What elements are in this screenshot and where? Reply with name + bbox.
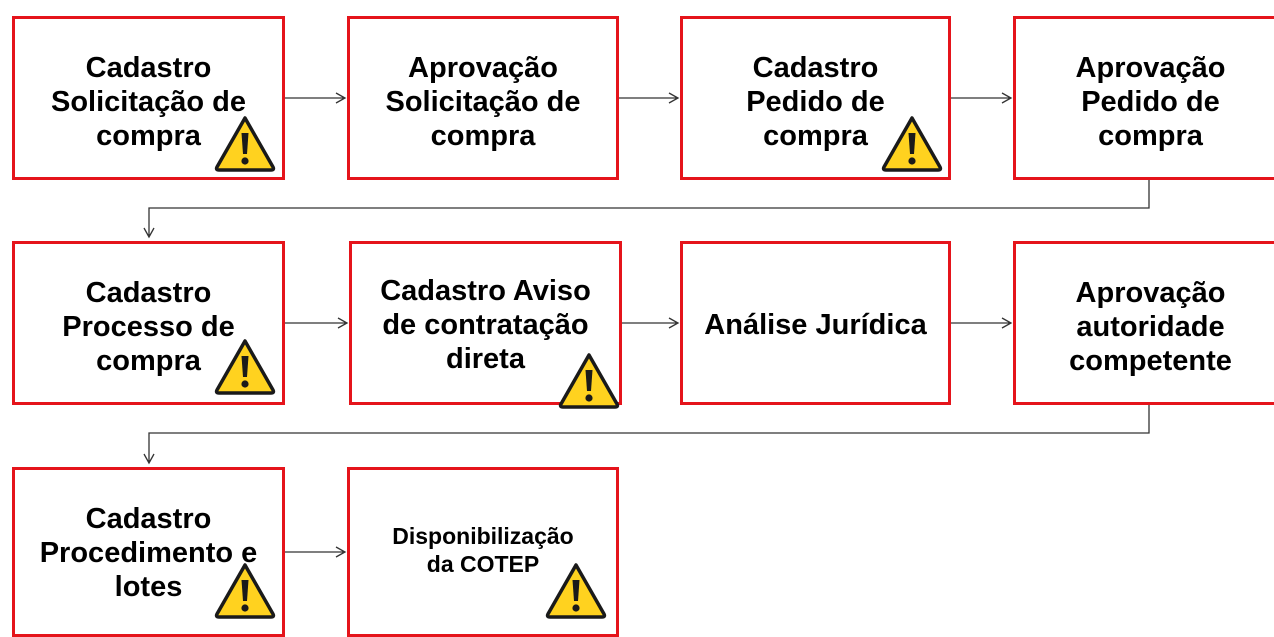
warning-icon xyxy=(557,351,621,409)
step-label: Cadastro Processo de compra xyxy=(62,277,235,377)
step-box-disponibilizacao-cotep: Disponibilização da COTEP xyxy=(347,467,619,637)
connector-arrow xyxy=(951,317,1013,329)
warning-icon xyxy=(213,561,277,619)
step-box-cadastro-solicitacao-compra: Cadastro Solicitação de compra xyxy=(12,16,285,180)
step-label: Disponibilização da COTEP xyxy=(392,523,574,577)
connector-arrow xyxy=(285,546,347,558)
warning-icon xyxy=(880,114,944,172)
connector-arrow xyxy=(619,92,680,104)
warning-icon xyxy=(544,561,608,619)
connector-arrow xyxy=(285,92,347,104)
step-label: Cadastro Solicitação de compra xyxy=(50,52,246,152)
step-label: Análise Jurídica xyxy=(704,309,927,341)
connector-arrow xyxy=(951,92,1013,104)
warning-icon xyxy=(213,114,277,172)
step-box-cadastro-aviso-contratacao: Cadastro Aviso de contratação direta xyxy=(349,241,622,409)
step-box-aprovacao-pedido-compra: Aprovação Pedido de compra xyxy=(1013,16,1274,180)
step-label: Aprovação Pedido de compra xyxy=(1075,52,1226,152)
step-box-analise-juridica: Análise Jurídica xyxy=(680,241,951,405)
connector-arrow xyxy=(622,317,680,329)
connector-arrow xyxy=(143,180,1150,239)
connector-arrow xyxy=(285,317,349,329)
connector-arrow xyxy=(143,405,1150,465)
warning-icon xyxy=(213,337,277,395)
step-label: Aprovação Solicitação de compra xyxy=(385,52,581,152)
step-box-cadastro-processo-compra: Cadastro Processo de compra xyxy=(12,241,285,405)
step-label: Cadastro Procedimento e lotes xyxy=(39,503,258,603)
step-label: Aprovação autoridade competente xyxy=(1069,277,1232,377)
step-label: Cadastro Aviso de contratação direta xyxy=(380,275,591,375)
step-box-aprovacao-autoridade: Aprovação autoridade competente xyxy=(1013,241,1274,405)
step-box-cadastro-procedimento-lotes: Cadastro Procedimento e lotes xyxy=(12,467,285,637)
step-box-cadastro-pedido-compra: Cadastro Pedido de compra xyxy=(680,16,951,180)
step-box-aprovacao-solicitacao-compra: Aprovação Solicitação de compra xyxy=(347,16,619,180)
step-label: Cadastro Pedido de compra xyxy=(746,52,885,152)
